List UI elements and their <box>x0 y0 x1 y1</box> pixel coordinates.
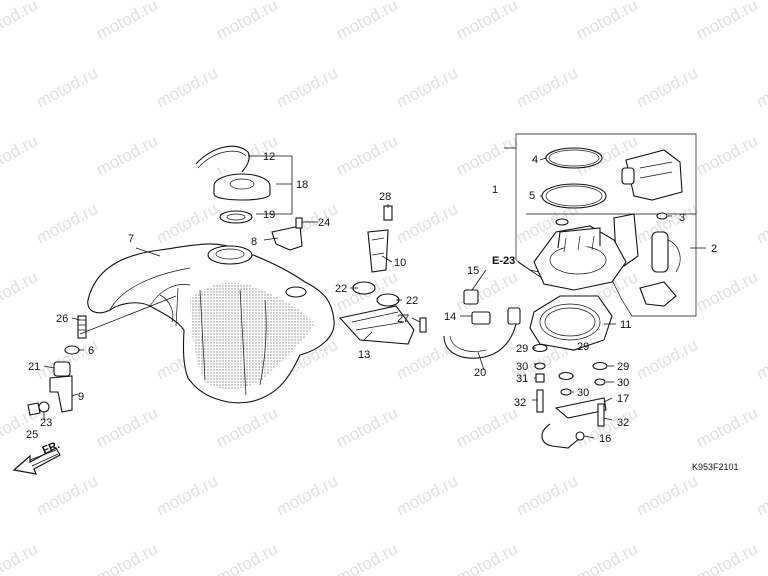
callout-27: 27 <box>397 313 409 325</box>
callout-32: 32 <box>617 417 629 429</box>
callout-30: 30 <box>617 377 629 389</box>
callout-8: 8 <box>251 236 257 248</box>
callout-26: 26 <box>56 313 68 325</box>
callout-24: 24 <box>318 217 330 229</box>
o-rings <box>541 147 607 209</box>
callout-28: 28 <box>379 191 391 203</box>
callout-3: 3 <box>679 212 685 224</box>
callout-16: 16 <box>599 433 611 445</box>
callout-30: 30 <box>516 361 528 373</box>
callout-15: 15 <box>467 265 479 277</box>
diagram-code: K953F2101 <box>692 462 739 472</box>
callout-4: 4 <box>532 154 538 166</box>
pump-unit <box>613 149 683 307</box>
callout-2: 2 <box>711 243 717 255</box>
callout-10: 10 <box>394 257 406 269</box>
callout-32: 32 <box>514 397 526 409</box>
mounting-hardware-left <box>27 315 87 416</box>
gasket <box>529 295 613 351</box>
fasteners <box>532 343 608 449</box>
callout-19: 19 <box>263 209 275 221</box>
callout-29: 29 <box>577 341 589 353</box>
callout-13: 13 <box>358 349 370 361</box>
callout-29: 29 <box>516 343 528 355</box>
leader-lines <box>43 147 706 439</box>
callout-21: 21 <box>28 361 40 373</box>
callout-11: 11 <box>620 319 631 331</box>
callout-12: 12 <box>263 151 275 163</box>
front-direction-arrow <box>12 447 61 475</box>
callout-20: 20 <box>474 367 486 379</box>
callout-22: 22 <box>335 283 347 295</box>
mounting-hardware-rear <box>338 205 427 345</box>
callout-25: 25 <box>26 429 38 441</box>
pump-flange <box>533 218 627 291</box>
callout-30: 30 <box>577 387 589 399</box>
callout-29: 29 <box>617 361 629 373</box>
callout-17: 17 <box>617 393 629 405</box>
callout-14: 14 <box>444 311 456 323</box>
callout-22: 22 <box>406 295 418 307</box>
fuel-tank <box>87 243 335 404</box>
fuel-hose <box>443 289 521 359</box>
callout-31: 31 <box>516 373 528 385</box>
callout-23: 23 <box>40 417 52 429</box>
callout-1: 1 <box>492 184 498 196</box>
callout-7: 7 <box>128 233 134 245</box>
fuel-cap-assembly <box>195 145 271 224</box>
callout-6: 6 <box>88 345 94 357</box>
callout-5: 5 <box>529 190 535 202</box>
callout-9: 9 <box>78 391 84 403</box>
callout-18: 18 <box>296 179 308 191</box>
tank-bracket <box>271 217 303 251</box>
section-reference: E-23 <box>492 255 515 267</box>
